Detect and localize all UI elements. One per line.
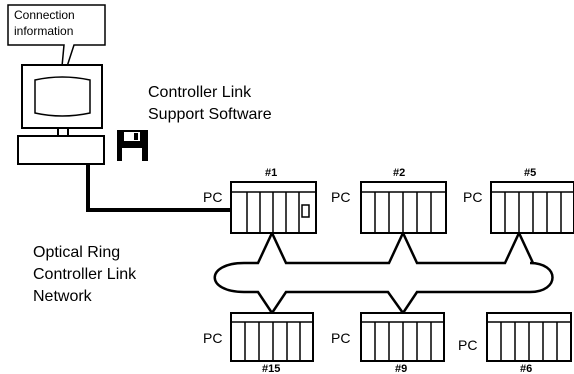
- pc-node-6: PC #6: [458, 312, 572, 374]
- optical-ring: [213, 230, 554, 316]
- pc-node-9: PC #9: [331, 312, 445, 374]
- pc-2-label: PC: [331, 189, 350, 205]
- pc-1-number: #1: [265, 167, 277, 179]
- pc-2-number: #2: [393, 167, 405, 179]
- pc-node-5: PC #5: [463, 167, 574, 234]
- callout-line-2: information: [14, 24, 73, 38]
- pc-node-2: PC #2: [331, 167, 447, 234]
- computer-icon: [17, 64, 105, 165]
- network-label-line-1: Optical Ring: [33, 244, 120, 261]
- pc-5-number: #5: [524, 167, 536, 179]
- network-label-line-2: Controller Link: [33, 266, 137, 283]
- pc-5-label: PC: [463, 189, 482, 205]
- callout-line-1: Connection: [14, 8, 75, 22]
- pc-node-1: PC #1: [203, 167, 317, 234]
- pc-9-number: #9: [395, 363, 407, 374]
- pc-15-number: #15: [262, 363, 280, 374]
- network-label-line-3: Network: [33, 288, 93, 305]
- pc-9-label: PC: [331, 330, 350, 346]
- pc-6-label: PC: [458, 337, 477, 353]
- floppy-disk-icon: [117, 130, 148, 161]
- pc-node-15: PC #15: [203, 312, 314, 374]
- software-label-line-2: Support Software: [148, 106, 272, 123]
- pc-6-number: #6: [520, 363, 532, 374]
- pc-15-label: PC: [203, 330, 222, 346]
- pc-1-label: PC: [203, 189, 222, 205]
- software-label-line-1: Controller Link: [148, 84, 252, 101]
